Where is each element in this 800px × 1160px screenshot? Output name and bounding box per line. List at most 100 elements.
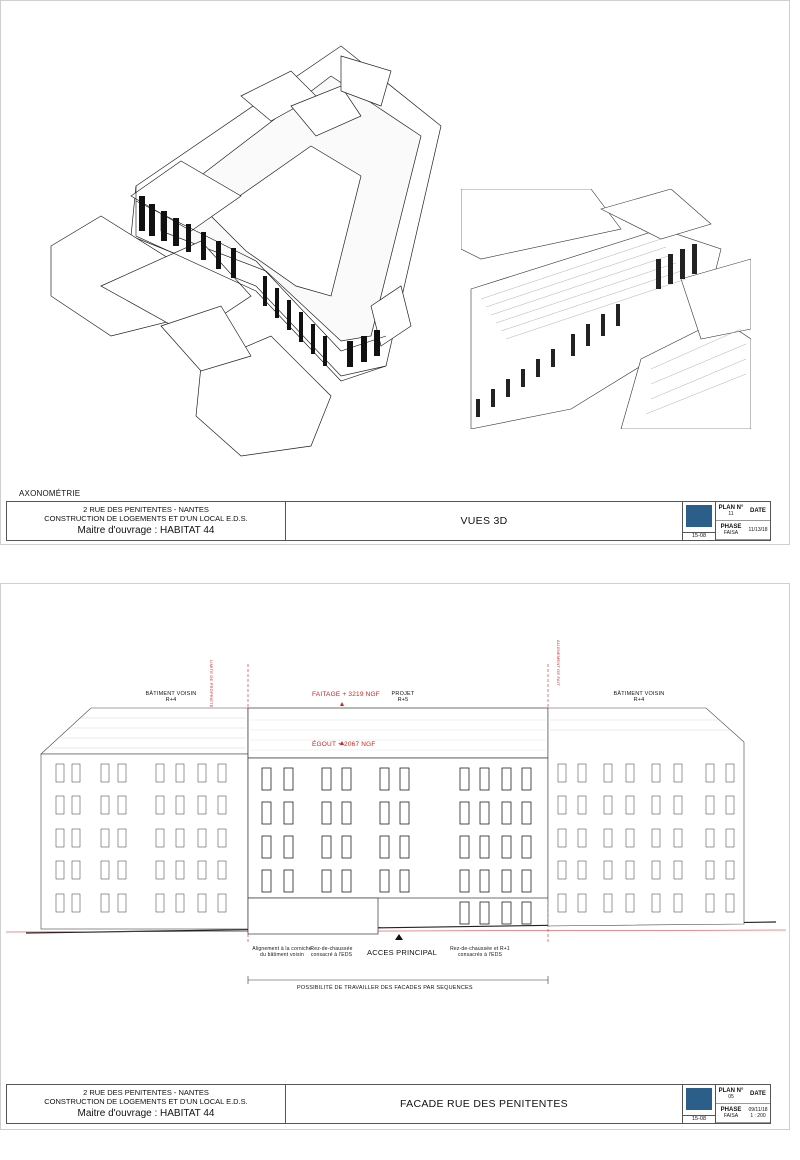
project-description: CONSTRUCTION DE LOGEMENTS ET D'UN LOCAL … xyxy=(44,1097,248,1106)
sheet-title: VUES 3D xyxy=(460,515,508,527)
window xyxy=(197,860,207,880)
limit-right-label: ALIGNEMENT DE FAIT xyxy=(556,640,561,686)
window xyxy=(175,860,185,880)
window xyxy=(725,763,735,783)
window xyxy=(283,801,294,825)
window xyxy=(557,763,567,783)
sequence-note: POSSIBILITÉ DE TRAVAILLER DES FACADES PA… xyxy=(297,985,473,991)
window xyxy=(673,893,683,913)
plan-number: 05 xyxy=(728,1094,734,1100)
window xyxy=(459,767,470,791)
window xyxy=(673,828,683,848)
date-value: 09/11/18 xyxy=(748,1107,768,1113)
window xyxy=(557,860,567,880)
window xyxy=(705,893,715,913)
window xyxy=(673,763,683,783)
neighbour-left-level: R+4 xyxy=(165,697,177,703)
window xyxy=(651,893,661,913)
window xyxy=(673,795,683,815)
window xyxy=(625,893,635,913)
limit-left-label: LIMITE DE PROPRIETE xyxy=(209,660,214,708)
window xyxy=(117,860,127,880)
window xyxy=(521,801,532,825)
window xyxy=(117,763,127,783)
window xyxy=(117,893,127,913)
title-block: 2 RUE DES PENITENTES - NANTES CONSTRUCTI… xyxy=(6,1084,771,1124)
window xyxy=(217,860,227,880)
window xyxy=(197,828,207,848)
phase-value: FAISA xyxy=(723,1113,739,1119)
window xyxy=(399,835,410,859)
note-ground-first-floor: Rez-de-chaussée et R+1 consacrés à l'EDS xyxy=(450,946,510,958)
window xyxy=(100,860,110,880)
window xyxy=(501,801,512,825)
window xyxy=(321,767,332,791)
perspective-3d-view xyxy=(461,189,751,429)
window xyxy=(175,763,185,783)
sheet-title: FACADE RUE DES PENITENTES xyxy=(400,1098,568,1110)
window xyxy=(175,795,185,815)
project-info: 2 RUE DES PENITENTES - NANTES CONSTRUCTI… xyxy=(7,502,286,540)
window xyxy=(603,795,613,815)
window xyxy=(625,828,635,848)
window xyxy=(55,860,65,880)
project-description: CONSTRUCTION DE LOGEMENTS ET D'UN LOCAL … xyxy=(44,514,248,523)
window xyxy=(577,795,587,815)
window xyxy=(217,828,227,848)
window xyxy=(479,835,490,859)
window xyxy=(479,901,490,925)
architect-logo: 15-08 xyxy=(682,502,715,540)
main-access-label: ACCES PRINCIPAL xyxy=(367,948,437,957)
window xyxy=(71,763,81,783)
window xyxy=(651,828,661,848)
window xyxy=(705,795,715,815)
egout-level: ÉGOUT + 2067 NGF xyxy=(312,741,376,748)
window xyxy=(155,860,165,880)
window xyxy=(501,869,512,893)
window xyxy=(71,795,81,815)
project-level: R+5 xyxy=(397,697,409,703)
window xyxy=(71,893,81,913)
plan-number: 11 xyxy=(728,511,734,517)
window xyxy=(479,801,490,825)
project-address: 2 RUE DES PENITENTES - NANTES xyxy=(83,505,209,514)
window xyxy=(283,835,294,859)
window xyxy=(725,893,735,913)
sheet-vues-3d: AXONOMÉTRIE 2 RUE DES PENITENTES - NANTE… xyxy=(0,0,790,545)
window xyxy=(379,869,390,893)
axonometry-caption: AXONOMÉTRIE xyxy=(19,489,81,498)
project-ref: 15-08 xyxy=(683,532,715,539)
window xyxy=(479,869,490,893)
window xyxy=(55,795,65,815)
logo-mark-icon xyxy=(686,1088,712,1110)
project-owner: Maitre d'ouvrage : HABITAT 44 xyxy=(77,525,215,536)
window xyxy=(673,860,683,880)
window xyxy=(705,860,715,880)
window xyxy=(399,801,410,825)
window xyxy=(379,801,390,825)
window xyxy=(521,869,532,893)
axonometric-drawing xyxy=(50,45,442,457)
date-value: 11/13/18 xyxy=(748,527,768,533)
architect-logo: 15-08 xyxy=(682,1085,715,1123)
window xyxy=(341,835,352,859)
window xyxy=(197,893,207,913)
plan-label: PLAN N° xyxy=(718,505,744,511)
window xyxy=(100,828,110,848)
project-owner: Maitre d'ouvrage : HABITAT 44 xyxy=(77,1108,215,1119)
window xyxy=(261,767,272,791)
project-info: 2 RUE DES PENITENTES - NANTES CONSTRUCTI… xyxy=(7,1085,286,1123)
window xyxy=(603,763,613,783)
window xyxy=(197,795,207,815)
window xyxy=(341,801,352,825)
window xyxy=(459,901,470,925)
date-label: DATE xyxy=(750,1091,766,1097)
project-label: PROJET xyxy=(391,691,415,697)
window xyxy=(651,860,661,880)
window xyxy=(71,860,81,880)
window xyxy=(459,869,470,893)
window xyxy=(603,828,613,848)
window xyxy=(625,860,635,880)
window xyxy=(175,828,185,848)
